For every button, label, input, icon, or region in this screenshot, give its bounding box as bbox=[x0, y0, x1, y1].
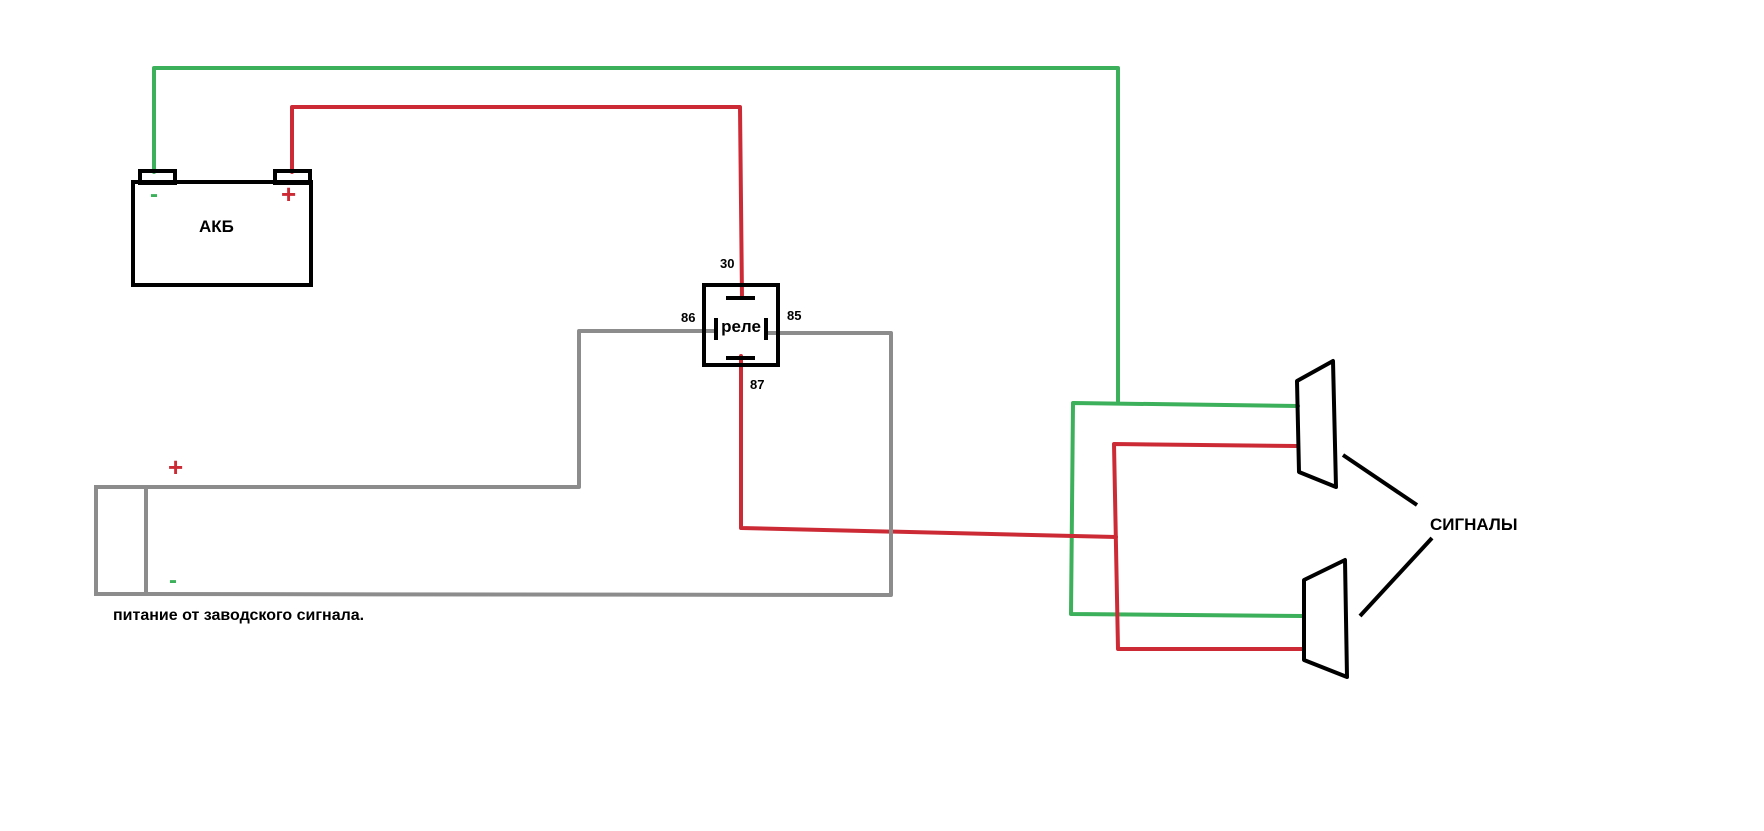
horn-lower bbox=[1302, 558, 1349, 679]
factory-minus-sign: - bbox=[169, 567, 177, 594]
horns-leader-line-lower bbox=[1358, 536, 1434, 618]
factory-signal-connector bbox=[94, 485, 148, 596]
relay-pin-86-label: 86 bbox=[681, 310, 695, 325]
ground-wire-horn-upper bbox=[1069, 401, 1304, 618]
power-wire-relay-87-to-horns bbox=[739, 354, 1118, 539]
battery-plus-sign: + bbox=[281, 179, 296, 209]
factory-source-caption: питание от заводского сигнала. bbox=[113, 607, 364, 624]
relay-pin-85-label: 85 bbox=[787, 308, 801, 323]
relay-pin-87-label: 87 bbox=[750, 377, 764, 392]
relay-pin-30-label: 30 bbox=[720, 256, 734, 271]
power-wire-horn-feed bbox=[1112, 442, 1306, 651]
factory-source: + - питание от заводского сигнала. bbox=[113, 452, 364, 624]
battery-body bbox=[131, 180, 313, 287]
battery: - + АКБ bbox=[131, 169, 313, 287]
battery-minus-sign: - bbox=[150, 181, 158, 208]
horns: СИГНАЛЫ bbox=[1295, 359, 1517, 679]
horns-label: СИГНАЛЫ bbox=[1430, 515, 1517, 534]
factory-plus-sign: + bbox=[168, 452, 183, 482]
horns-leader-line-upper bbox=[1341, 453, 1419, 507]
battery-minus-terminal bbox=[138, 169, 177, 185]
relay-label: реле bbox=[721, 317, 761, 336]
battery-label: АКБ bbox=[199, 217, 234, 236]
ground-wire-battery-to-horns bbox=[152, 66, 1120, 405]
control-wire-minus-to-relay-85 bbox=[146, 331, 893, 597]
battery-plus-terminal bbox=[273, 169, 312, 185]
horn-upper bbox=[1295, 359, 1338, 489]
relay: реле 30 86 85 87 bbox=[681, 256, 801, 392]
power-wire-battery-to-relay-30 bbox=[290, 105, 744, 300]
control-wire-plus-to-relay-86 bbox=[146, 329, 718, 489]
relay-body bbox=[702, 283, 780, 367]
